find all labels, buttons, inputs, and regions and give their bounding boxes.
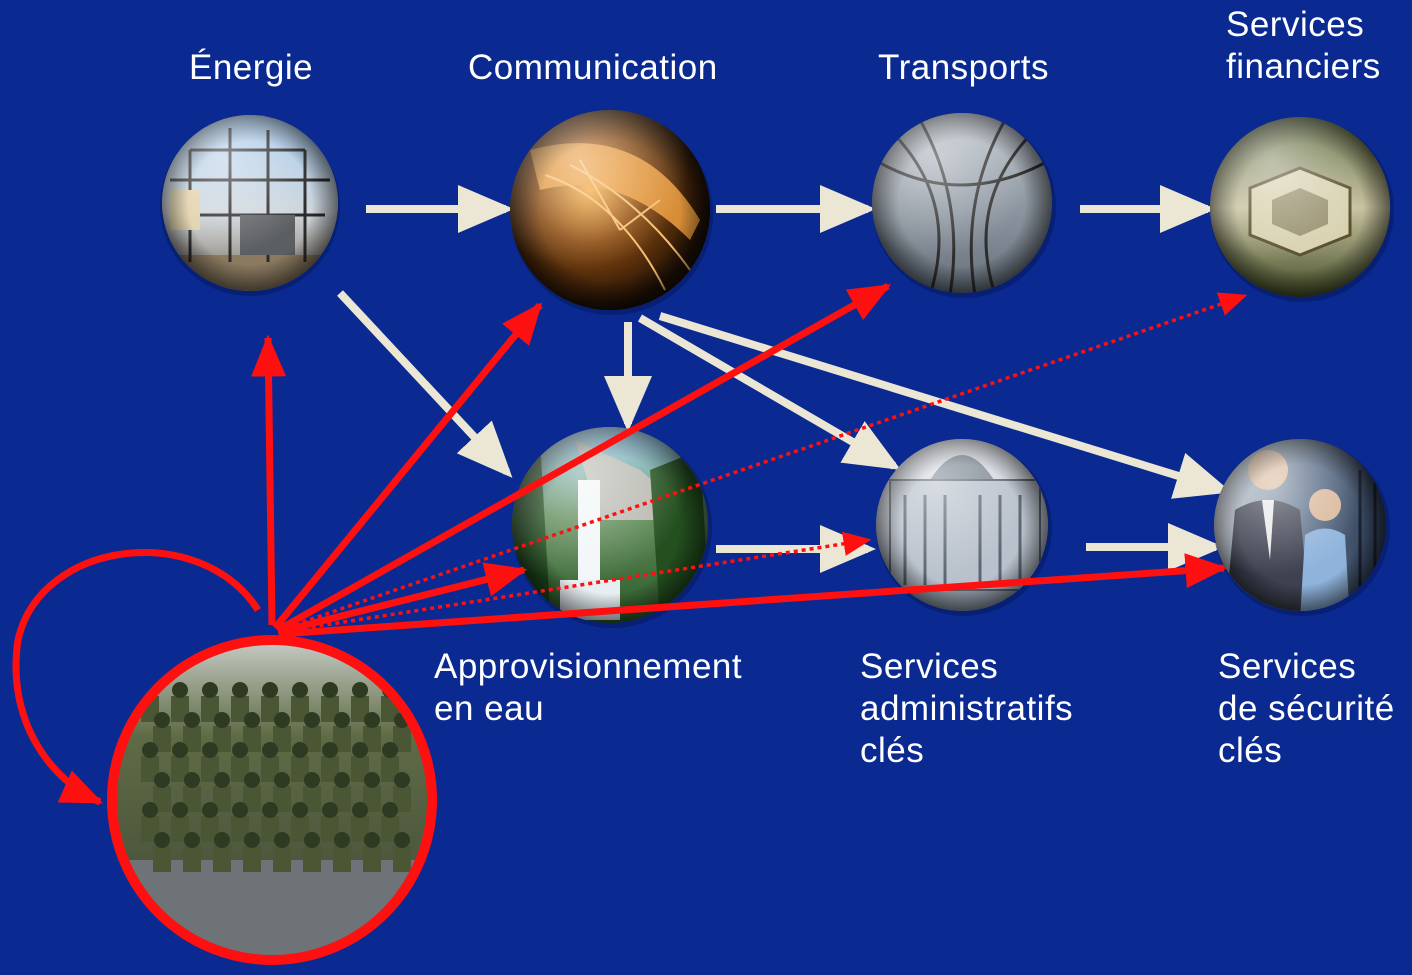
dependency-arrows xyxy=(337,185,1232,573)
arrow-armee-approvisionnement xyxy=(277,562,528,636)
label-services-financiers: Services financiers xyxy=(1226,4,1381,88)
label-line: Transports xyxy=(878,48,1049,87)
arrow-armee-self-loop xyxy=(12,549,261,806)
arrow-communication-services-administratifs xyxy=(637,314,901,471)
label-services-administratifs: Services administratifs clés xyxy=(860,646,1073,772)
arrow-armee-energie xyxy=(251,334,287,626)
arrow-armee-services-securite xyxy=(279,553,1228,638)
label-line: Approvisionnement xyxy=(434,647,743,686)
label-line: Services xyxy=(1218,647,1357,686)
label-approvisionnement-eau: Approvisionnement en eau xyxy=(434,646,742,730)
label-line: Communication xyxy=(468,48,718,87)
label-line: clés xyxy=(1218,731,1283,770)
label-energie: Énergie xyxy=(189,47,313,89)
node-services-securite xyxy=(1214,439,1390,616)
arrow-armee-services-administratifs xyxy=(279,531,872,634)
label-line: Services xyxy=(860,647,999,686)
label-line: de sécurité xyxy=(1218,689,1395,728)
arrow-communication-services-securite xyxy=(658,312,1232,499)
node-energie xyxy=(160,115,340,296)
label-line: en eau xyxy=(434,689,545,728)
military-support-arrows xyxy=(12,282,1248,806)
label-line: Énergie xyxy=(189,48,314,87)
label-line: administratifs xyxy=(860,689,1074,728)
arrow-armee-services-financiers xyxy=(279,292,1248,632)
node-transports xyxy=(872,113,1056,298)
label-communication: Communication xyxy=(468,47,718,89)
label-line: clés xyxy=(860,731,925,770)
arrow-armee-transports xyxy=(276,282,892,634)
node-approvisionnement-eau xyxy=(512,427,712,628)
arrow-energie-approvisionnement xyxy=(337,290,513,478)
node-armee xyxy=(107,635,437,965)
label-line: Services xyxy=(1226,5,1365,44)
node-communication xyxy=(510,110,713,315)
node-services-financiers xyxy=(1210,117,1394,302)
label-line: financiers xyxy=(1226,47,1381,86)
label-transports: Transports xyxy=(878,47,1049,89)
arrow-armee-communication xyxy=(272,302,543,631)
label-services-securite: Services de sécurité clés xyxy=(1218,646,1395,772)
